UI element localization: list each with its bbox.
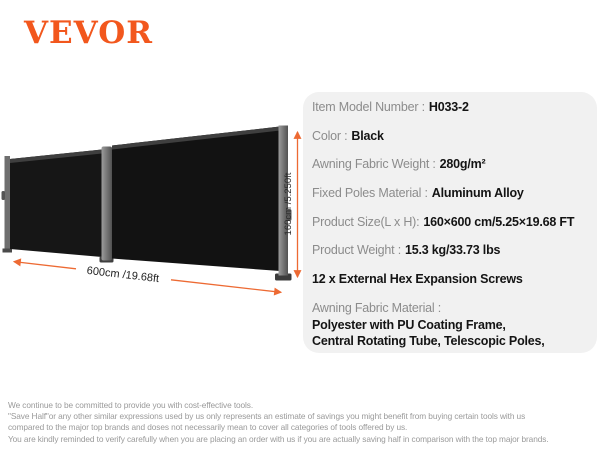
disclaimer-text: We continue to be committed to provide y… — [8, 400, 596, 445]
left-awning-panel — [10, 149, 102, 257]
width-dimension-arrow — [12, 258, 283, 296]
disclaimer-line: compared to the major top brands and dos… — [8, 422, 408, 433]
vevor-logo: VEVOR — [24, 15, 153, 51]
right-awning-panel — [112, 126, 280, 271]
left-pole-handle — [1, 191, 5, 200]
spec-value: H033-2 — [428, 100, 469, 115]
left-pole-foot — [2, 248, 12, 253]
disclaimer-line: "Save Half"or any other similar expressi… — [8, 411, 526, 422]
spec-label: Awning Fabric Weight : — [312, 157, 436, 172]
spec-row-fabric-weight: Awning Fabric Weight : 280g/m² — [312, 150, 593, 179]
spec-value: 160×600 cm/5.25×19.68 FT — [423, 214, 575, 229]
spec-row-product-weight: Product Weight : 15.3 kg/33.73 lbs — [312, 236, 593, 265]
spec-row-poles-material: Fixed Poles Material : Aluminum Alloy — [312, 179, 593, 208]
left-awning-top-rail — [10, 149, 102, 163]
spec-label: Fixed Poles Material : — [312, 186, 428, 201]
disclaimer-line: You are kindly reminded to verify carefu… — [8, 433, 549, 444]
spec-label: Product Size(L x H): — [312, 214, 420, 229]
spec-row-product-size: Product Size(L x H): 160×600 cm/5.25×19.… — [312, 207, 593, 236]
spec-value: 280g/m² — [439, 157, 486, 172]
spec-row-screws: 12 x External Hex Expansion Screws — [312, 265, 593, 294]
spec-value: 12 x External Hex Expansion Screws — [312, 271, 523, 286]
spec-row-color: Color : Black — [312, 122, 593, 151]
spec-value: Polyester with PU Coating Frame, — [312, 317, 506, 332]
spec-row-model: Item Model Number : H033-2 — [312, 93, 593, 122]
spec-value: Black — [351, 128, 384, 143]
right-pole-bracket — [286, 209, 292, 221]
spec-row-fabric-material: Awning Fabric Material : Polyester with … — [312, 300, 593, 350]
spec-label: Awning Fabric Material : — [312, 301, 442, 316]
spec-label: Product Weight : — [312, 243, 401, 258]
spec-label: Color : — [312, 128, 348, 143]
spec-label: Item Model Number : — [312, 100, 425, 115]
spec-value: 15.3 kg/33.73 lbs — [404, 243, 501, 258]
right-pole — [278, 125, 288, 276]
spec-value: Central Rotating Tube, Telescopic Poles, — [312, 334, 545, 349]
disclaimer-line: We continue to be committed to provide y… — [8, 400, 254, 410]
spec-value: Aluminum Alloy — [431, 186, 524, 201]
left-pole — [4, 156, 10, 252]
width-dimension-label: 600cm /19.68ft — [86, 265, 160, 285]
right-awning-top-rail — [112, 126, 280, 150]
height-dimension-label: 160cm /5.250ft — [283, 172, 294, 235]
center-pole — [101, 146, 112, 261]
spec-panel: Item Model Number : H033-2 Color : Black… — [303, 92, 597, 353]
